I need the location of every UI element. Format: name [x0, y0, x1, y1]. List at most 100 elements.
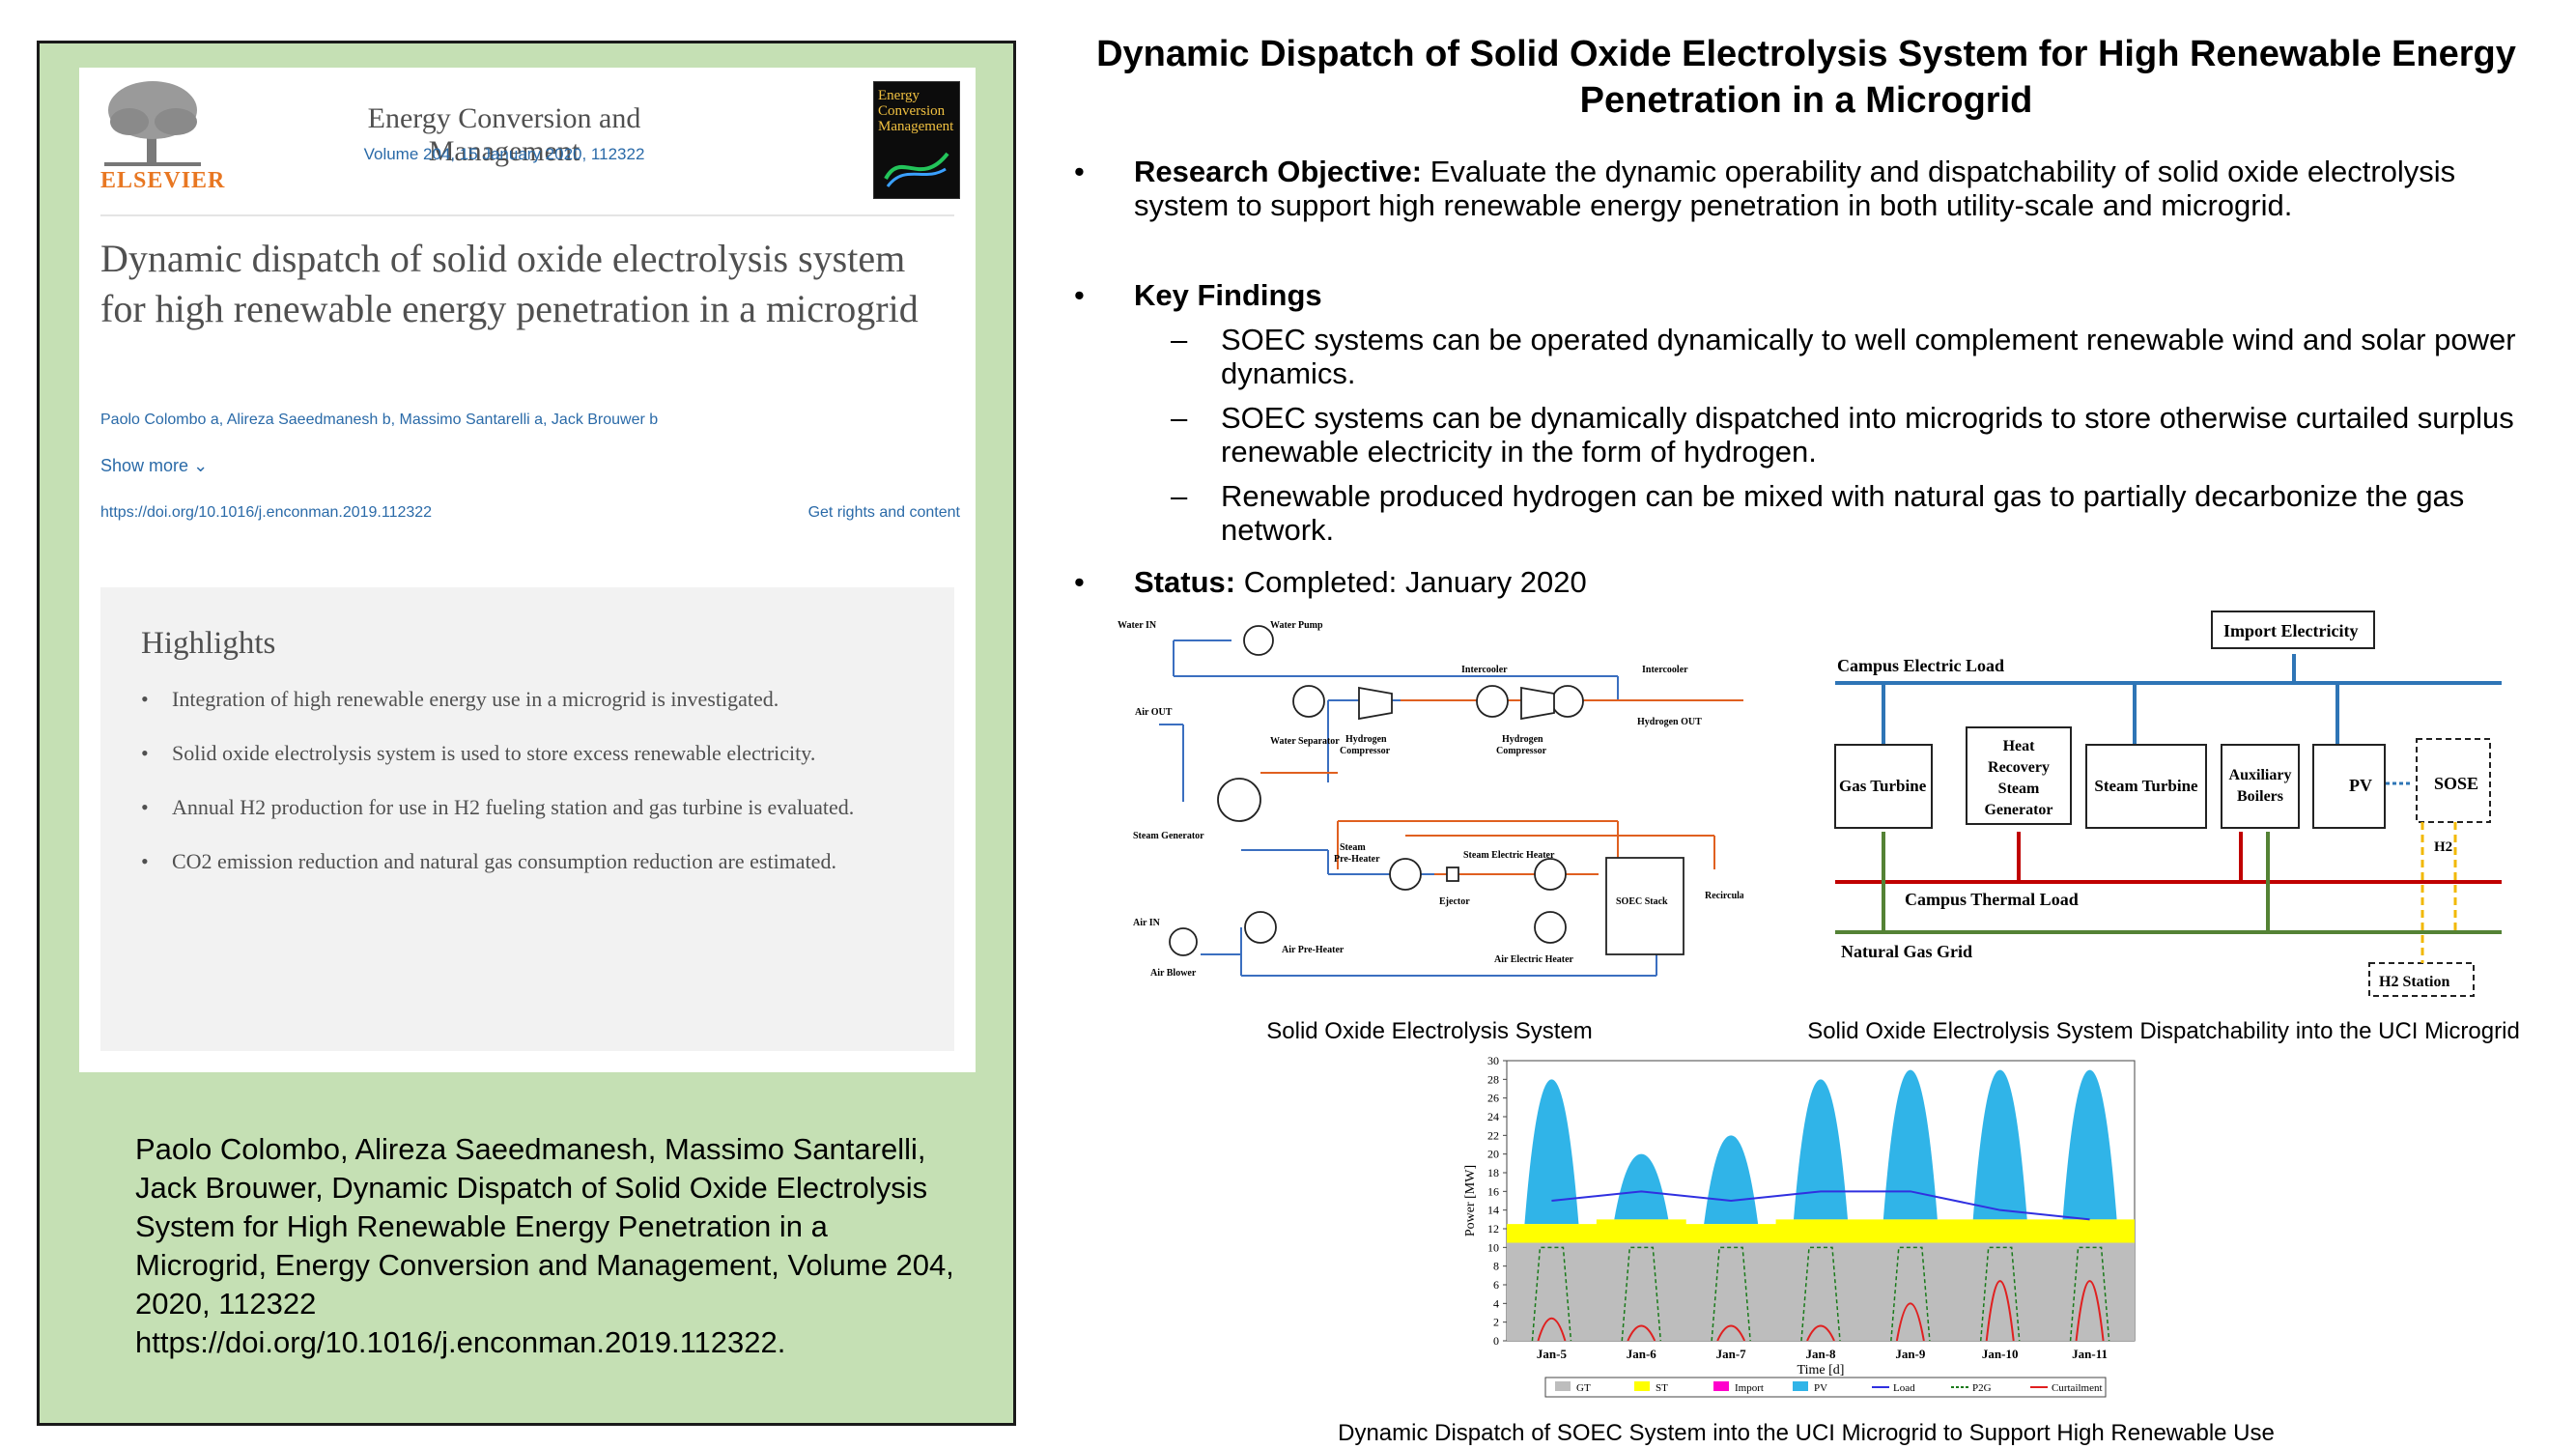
svg-text:Generator: Generator — [1984, 802, 2052, 818]
key-findings-label: Key Findings — [1134, 278, 1322, 312]
article-title: Dynamic dispatch of solid oxide electrol… — [100, 237, 919, 330]
microgrid-diagram-caption: Solid Oxide Electrolysis System Dispatch… — [1807, 1018, 2520, 1044]
curtailment-line — [1627, 1324, 1656, 1342]
show-more-link[interactable]: Show more ⌄ — [100, 456, 208, 476]
y-tick-label: 12 — [1487, 1222, 1499, 1236]
x-axis-label: Time [d] — [1798, 1363, 1845, 1378]
highlights-list: Integration of high renewable energy use… — [141, 682, 923, 898]
p2g-line — [1531, 1246, 1572, 1342]
legend-box — [1544, 1377, 2107, 1398]
bullet-dot: • — [1074, 565, 1085, 599]
p2g-line — [1711, 1246, 1751, 1342]
paper-card: ELSEVIER Energy Conversion and Managemen… — [79, 68, 976, 1072]
objective-text: Evaluate the dynamic operability and dis… — [1134, 155, 2456, 222]
status-text: Completed: January 2020 — [1243, 565, 1587, 599]
highlights-title: Highlights — [141, 626, 276, 661]
header-divider — [100, 214, 954, 216]
highlight-item: CO2 emission reduction and natural gas c… — [141, 844, 923, 879]
gas-turbine-label: Gas Turbine — [1839, 777, 1927, 795]
svg-text:Compressor: Compressor — [1340, 746, 1391, 756]
h2-station-label: H2 Station — [2379, 974, 2449, 990]
y-tick-label: 18 — [1487, 1166, 1499, 1179]
status-label: Status: — [1134, 565, 1236, 599]
journal-name[interactable]: Energy Conversion and Management — [367, 102, 641, 167]
x-tick-label: Jan-5 — [1537, 1347, 1568, 1361]
svg-text:Pre-Heater: Pre-Heater — [1334, 854, 1380, 865]
svg-text:Intercooler: Intercooler — [1461, 665, 1508, 675]
campus-thermal-label: Campus Thermal Load — [1905, 890, 2079, 909]
load-line — [1551, 1190, 2090, 1221]
svg-text:Air IN: Air IN — [1133, 918, 1161, 928]
pv-bar — [1704, 1135, 1759, 1225]
highlight-item: Solid oxide electrolysis system is used … — [141, 736, 923, 771]
legend-label: P2G — [1972, 1382, 1992, 1394]
y-tick-label: 30 — [1487, 1054, 1499, 1067]
svg-text:Intercooler: Intercooler — [1642, 665, 1688, 675]
pv-bar — [2062, 1069, 2117, 1220]
curtailment-line — [2075, 1280, 2105, 1342]
legend-swatch — [1713, 1381, 1729, 1391]
p2g-line — [1890, 1246, 1931, 1342]
svg-text:Recirculation Valve: Recirculation Valve — [1705, 891, 1743, 901]
pv-bar — [1524, 1079, 1579, 1225]
microgrid-diagram: Campus Electric Load Import Electricity … — [1834, 611, 2502, 997]
journal-volume[interactable]: Volume 204, 15 January 2020, 112322 — [363, 145, 645, 163]
elsevier-tree-logo — [104, 81, 201, 166]
soec-process-diagram: Water IN Water Pump Intercooler Intercoo… — [1118, 620, 1743, 979]
x-tick-label: Jan-9 — [1895, 1347, 1926, 1361]
bullet-dot: • — [1074, 155, 1085, 188]
highlight-item: Integration of high renewable energy use… — [141, 682, 923, 717]
finding-item: SOEC systems can be dynamically dispatch… — [1221, 401, 2514, 469]
journal-cover-image: Energy Conversion Management — [873, 81, 960, 199]
pv-bar — [1972, 1069, 2027, 1220]
legend-label: Load — [1893, 1382, 1915, 1394]
campus-electric-label: Campus Electric Load — [1837, 656, 2004, 675]
y-tick-label: 2 — [1493, 1316, 1499, 1329]
st-area — [1507, 1219, 2135, 1243]
y-tick-label: 10 — [1487, 1240, 1499, 1254]
legend-label: GT — [1576, 1382, 1591, 1394]
pv-bar — [1882, 1069, 1938, 1220]
x-tick-label: Jan-6 — [1627, 1347, 1657, 1361]
chart-caption: Dynamic Dispatch of SOEC System into the… — [1338, 1420, 2275, 1446]
y-tick-label: 14 — [1487, 1204, 1499, 1217]
svg-text:Compressor: Compressor — [1496, 746, 1547, 756]
legend-label: Import — [1735, 1382, 1764, 1394]
y-tick-label: 22 — [1487, 1128, 1499, 1142]
gt-area — [1507, 1242, 2135, 1341]
x-tick-label: Jan-7 — [1716, 1347, 1747, 1361]
y-axis-label: Power [MW] — [1463, 1165, 1478, 1236]
svg-text:Boilers: Boilers — [2237, 788, 2283, 805]
page-title: Dynamic Dispatch of Solid Oxide Electrol… — [1096, 34, 2516, 121]
legend-label: ST — [1656, 1382, 1668, 1394]
p2g-line — [2069, 1246, 2110, 1342]
svg-text:Steam Generator: Steam Generator — [1133, 831, 1204, 841]
objective-label: Research Objective: — [1134, 155, 1423, 188]
research-objective: Research Objective: Evaluate the dynamic… — [1134, 155, 2505, 222]
bullet-dot: • — [1074, 278, 1085, 312]
sose-label: SOSE — [2434, 774, 2478, 793]
curtailment-line — [1537, 1318, 1567, 1342]
doi-link[interactable]: https://doi.org/10.1016/j.enconman.2019.… — [100, 504, 433, 521]
svg-text:Recovery: Recovery — [1988, 759, 2050, 776]
y-tick-label: 16 — [1487, 1184, 1499, 1198]
highlights-box: Highlights Integration of high renewable… — [100, 587, 954, 1051]
author-list[interactable]: Paolo Colombo a, Alireza Saeedmanesh b, … — [100, 412, 659, 428]
steam-turbine-label: Steam Turbine — [2094, 777, 2198, 795]
svg-text:Hydrogen: Hydrogen — [1502, 734, 1543, 745]
svg-text:Hydrogen: Hydrogen — [1345, 734, 1387, 745]
curtailment-line — [1985, 1280, 2015, 1342]
dash-bullet: – — [1171, 323, 1188, 356]
legend-swatch — [1634, 1381, 1650, 1391]
y-tick-label: 4 — [1493, 1296, 1499, 1310]
dash-bullet: – — [1171, 479, 1188, 513]
natural-gas-label: Natural Gas Grid — [1841, 942, 1972, 961]
svg-text:Steam: Steam — [1340, 842, 1366, 853]
cover-title: Energy Conversion Management — [878, 88, 954, 134]
y-tick-label: 20 — [1487, 1148, 1499, 1161]
soec-diagram-caption: Solid Oxide Electrolysis System — [1266, 1018, 1593, 1044]
legend-swatch — [1555, 1381, 1571, 1391]
legend-label: Curtailment — [2052, 1382, 2103, 1394]
rights-link[interactable]: Get rights and content — [807, 504, 960, 521]
svg-text:Auxiliary: Auxiliary — [2229, 767, 2292, 783]
